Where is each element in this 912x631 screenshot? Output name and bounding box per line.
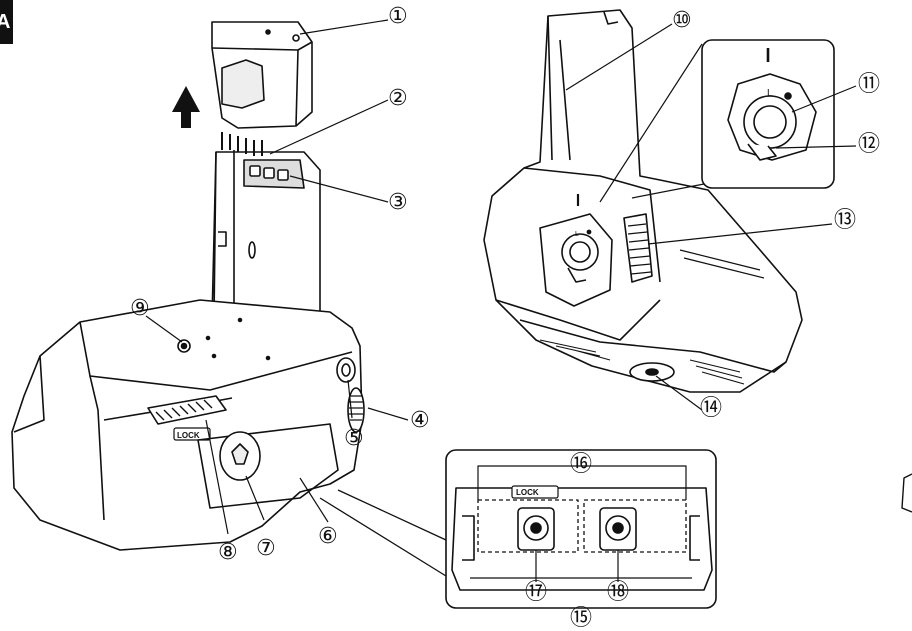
cropped-object [901,473,912,513]
callout-3: ③ [388,190,408,215]
dial-mark-detail-label: L [767,88,773,99]
callout-16: ⑯ [570,452,593,477]
callout-9: ⑨ [130,296,150,321]
callout-18: ⑱ [607,580,630,605]
callout-2: ② [388,86,408,111]
callout-10: ⑩ [672,8,692,33]
callout-4: ④ [410,408,430,433]
tray-lock-label: LOCK [516,488,539,497]
leader-lines [145,19,857,535]
callout-14: ⑭ [700,396,723,421]
callout-7: ⑦ [256,536,276,561]
callout-17: ⑰ [525,580,548,605]
callout-5: ⑤ [344,426,364,451]
battery-tray-inset [319,449,717,609]
callout-11: ⑪ [858,72,881,97]
callout-6: ⑥ [318,524,338,549]
dial-mark-label: L [575,231,579,238]
contact-cover [211,21,313,129]
grip-body [11,299,365,551]
remove-arrow-icon [172,86,200,128]
grip-underside-view [483,9,803,393]
callout-8: ⑧ [218,540,238,565]
grip-lock-label: LOCK [177,431,200,440]
section-tab: A [0,0,13,44]
battery-grip: LOCK [11,21,365,551]
callout-1: ① [388,4,408,29]
callout-15: ⑮ [570,606,593,631]
callout-12: ⑫ [858,132,881,157]
callout-13: ⑬ [834,208,857,233]
battery-pack [211,132,321,339]
lock-dial-detail-inset [599,39,835,203]
